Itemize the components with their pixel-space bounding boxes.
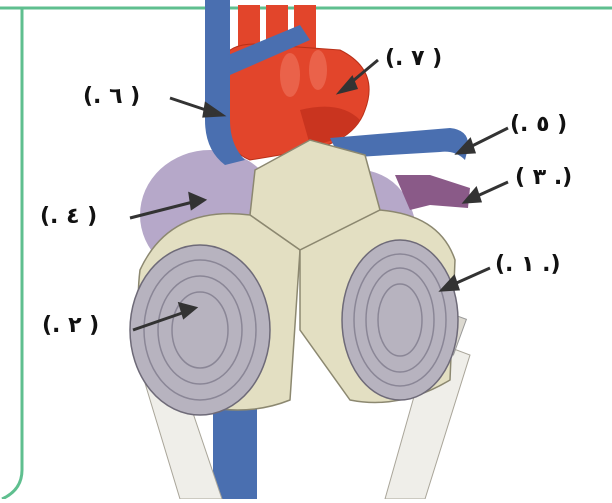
label-4: (. ٤ ) <box>40 204 97 229</box>
label-3: ( ٣ .) <box>515 165 572 190</box>
label-5: (. ٥ ) <box>510 112 567 137</box>
arrow-3 <box>465 182 508 202</box>
label-2: (. ٢ ) <box>42 313 99 338</box>
label-6: (. ٦ ) <box>83 84 140 109</box>
pump-disc-left <box>130 245 270 415</box>
label-7: (. ٧ ) <box>385 46 442 71</box>
pump-disc-right <box>342 240 458 400</box>
label-1: (. ١ .) <box>495 252 561 277</box>
